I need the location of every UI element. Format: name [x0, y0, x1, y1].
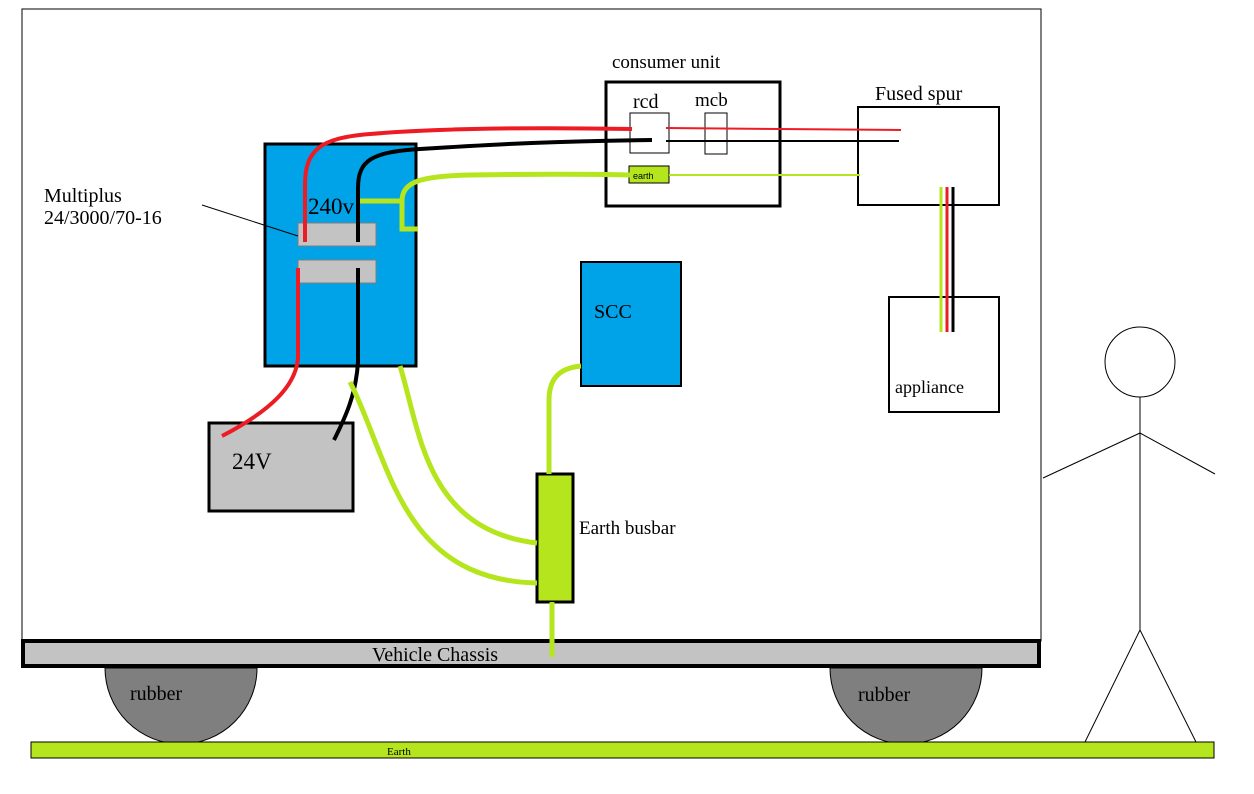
fused-spur	[857, 106, 1000, 206]
ground-earth-strip	[30, 741, 1215, 759]
dc-positive-cable	[221, 268, 300, 438]
appliance	[888, 296, 1000, 413]
multiplus-label-line1: Multiplus	[44, 185, 122, 207]
earth-wire-scc-to-busbar	[546, 363, 582, 474]
earth-busbar-label: Earth busbar	[579, 518, 676, 539]
live-wire-multiplus-to-rcd	[303, 126, 633, 242]
neutral-wire-multiplus-to-cu	[356, 138, 653, 242]
fused-spur-label: Fused spur	[875, 83, 963, 105]
vehicle-chassis	[21, 639, 1041, 668]
consumer-unit-label: consumer unit	[612, 52, 721, 73]
battery-24v	[207, 421, 355, 513]
ac-output-terminal	[297, 222, 377, 247]
dc-negative-cable	[332, 268, 360, 441]
rcd-device	[629, 112, 670, 154]
stick-figure	[1042, 326, 1216, 743]
multiplus-pointer-line	[201, 204, 299, 237]
rcd-label: rcd	[633, 91, 659, 113]
rubber-tyre-left	[104, 667, 258, 745]
appliance-label: appliance	[895, 377, 964, 397]
earth-busbar	[535, 472, 575, 604]
rubber-tyre-right	[829, 667, 983, 745]
scc-label: SCC	[594, 301, 632, 323]
solar-charge-controller	[580, 261, 682, 387]
vehicle-chassis-label: Vehicle Chassis	[372, 644, 498, 666]
rubber-right-label: rubber	[858, 684, 911, 706]
live-wire-cu-to-spur	[665, 127, 902, 131]
earth-wire-multiplus-to-busbar	[397, 365, 538, 546]
multiplus-label-line2: 24/3000/70-16	[44, 207, 162, 229]
earth-wire-battery-to-busbar	[347, 380, 538, 586]
output-240v-label: 240v	[308, 194, 355, 219]
mcb-label: mcb	[695, 90, 728, 111]
cu-earth-label: earth	[633, 171, 654, 181]
mcb-device	[704, 112, 728, 155]
ground-earth-label: Earth	[387, 746, 411, 758]
rubber-left-label: rubber	[130, 683, 183, 705]
ac-input-terminal	[297, 259, 377, 284]
multiplus-inverter	[263, 142, 418, 368]
earth-wire-multiplus-to-cu	[360, 171, 632, 232]
battery-label: 24V	[232, 449, 272, 474]
